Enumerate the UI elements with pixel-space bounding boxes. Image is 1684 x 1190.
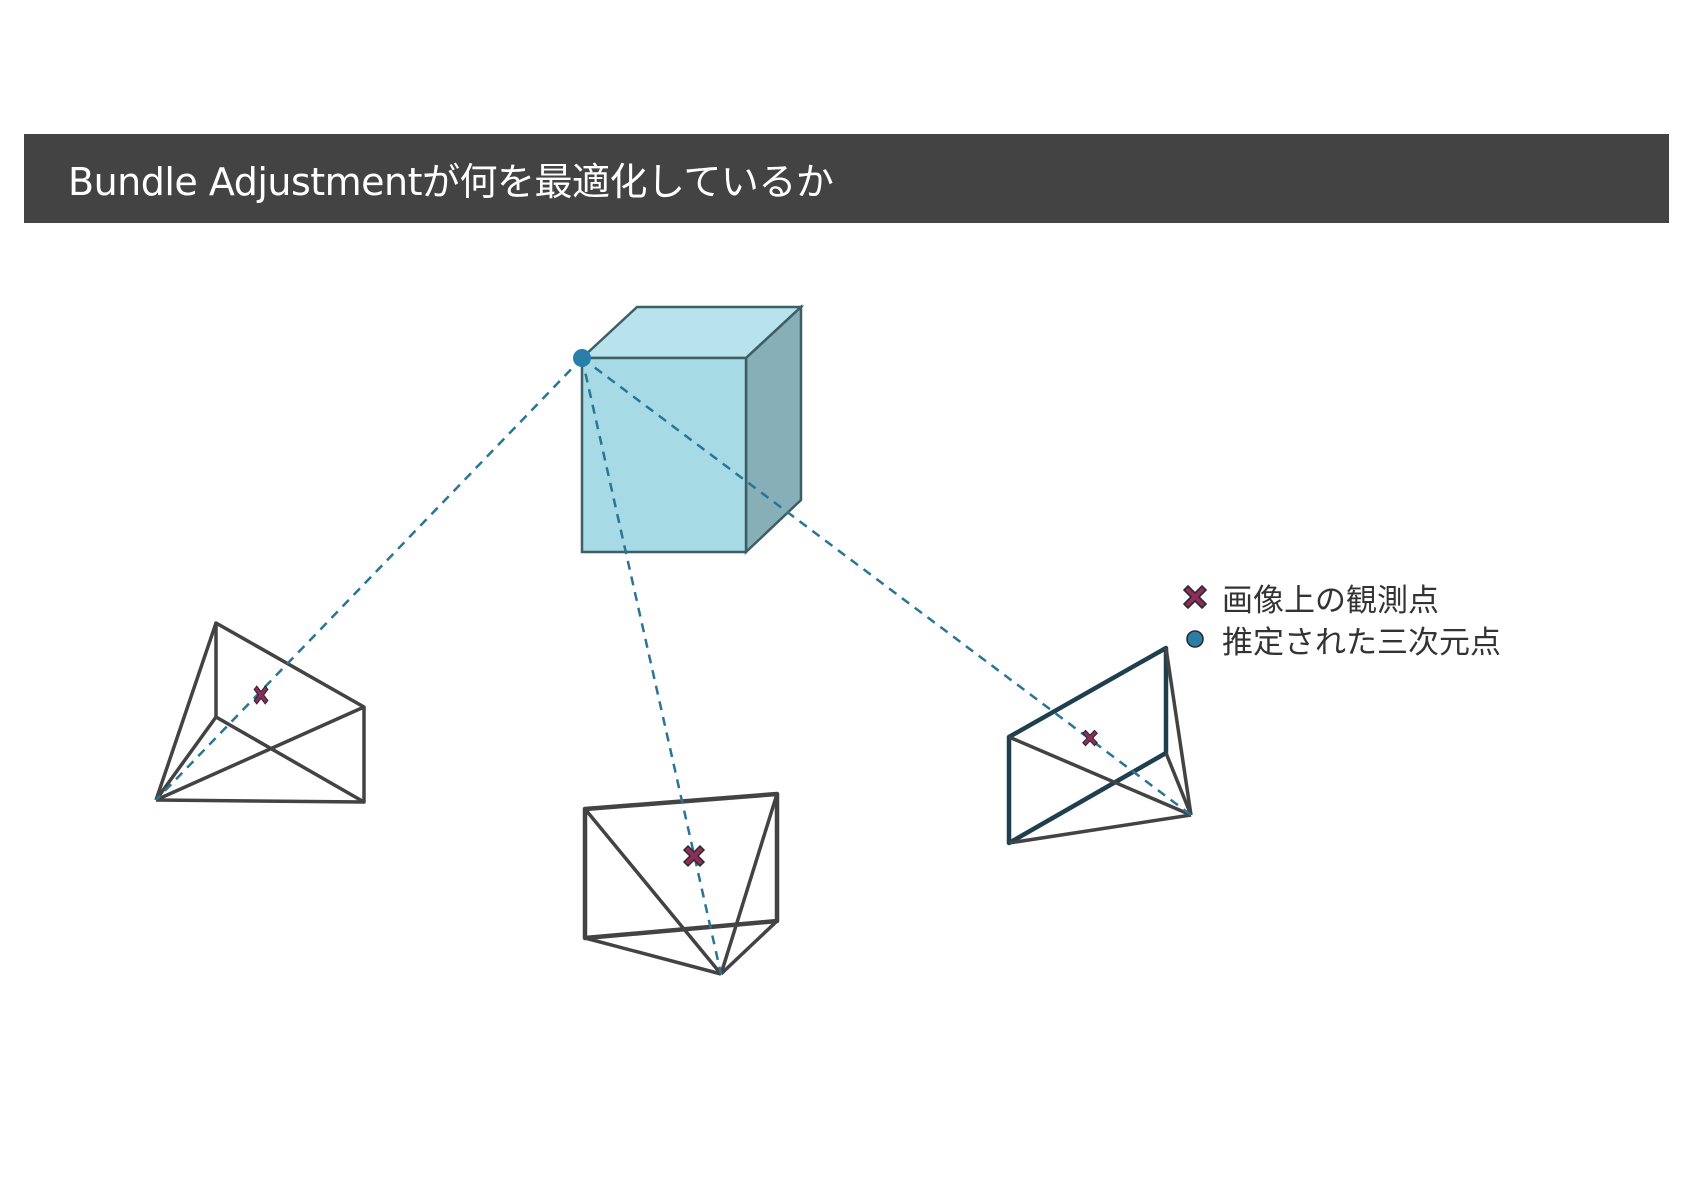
camera-middle-edge xyxy=(719,919,779,976)
camera-left-image-plane xyxy=(214,621,366,804)
camera-right-edge xyxy=(1008,813,1192,845)
page-title: Bundle Adjustmentが何を最適化しているか xyxy=(68,160,834,204)
camera-left-edge xyxy=(154,715,218,802)
camera-left-edge xyxy=(155,798,365,804)
ray-right xyxy=(581,357,1192,816)
projection-rays xyxy=(155,357,1192,975)
estimated-3d-point xyxy=(573,349,591,367)
legend-label-estimated: 推定された三次元点 xyxy=(1222,624,1501,661)
camera-right-edge xyxy=(1008,735,1192,817)
observation-mark-right xyxy=(1082,729,1098,747)
title-bar: Bundle Adjustmentが何を最適化しているか xyxy=(24,134,1669,223)
camera-right-edge xyxy=(1164,752,1193,816)
legend-item-observed: 画像上の観測点 xyxy=(1180,576,1501,619)
camera-right xyxy=(1006,645,1193,846)
x-mark-icon xyxy=(1180,582,1210,612)
camera-left-edge xyxy=(154,622,218,801)
camera-middle-edge xyxy=(584,936,722,976)
legend: 画像上の観測点 推定された三次元点 xyxy=(1180,576,1501,661)
camera-middle-edge xyxy=(719,793,779,975)
observation-mark-left xyxy=(253,685,269,705)
camera-middle-edge xyxy=(583,807,723,976)
camera-middle xyxy=(582,791,780,976)
observation-mark-middle xyxy=(682,844,706,868)
camera-left xyxy=(154,621,366,804)
ray-left xyxy=(155,357,583,801)
cube xyxy=(578,304,805,555)
camera-right-edge xyxy=(1164,647,1193,816)
dot-icon xyxy=(1180,624,1210,654)
cube-front-face xyxy=(580,356,748,554)
camera-left-edge xyxy=(155,705,365,802)
legend-item-estimated: 推定された三次元点 xyxy=(1180,618,1501,661)
camera-middle-image-plane xyxy=(582,791,780,941)
legend-label-observed: 画像上の観測点 xyxy=(1222,582,1439,619)
